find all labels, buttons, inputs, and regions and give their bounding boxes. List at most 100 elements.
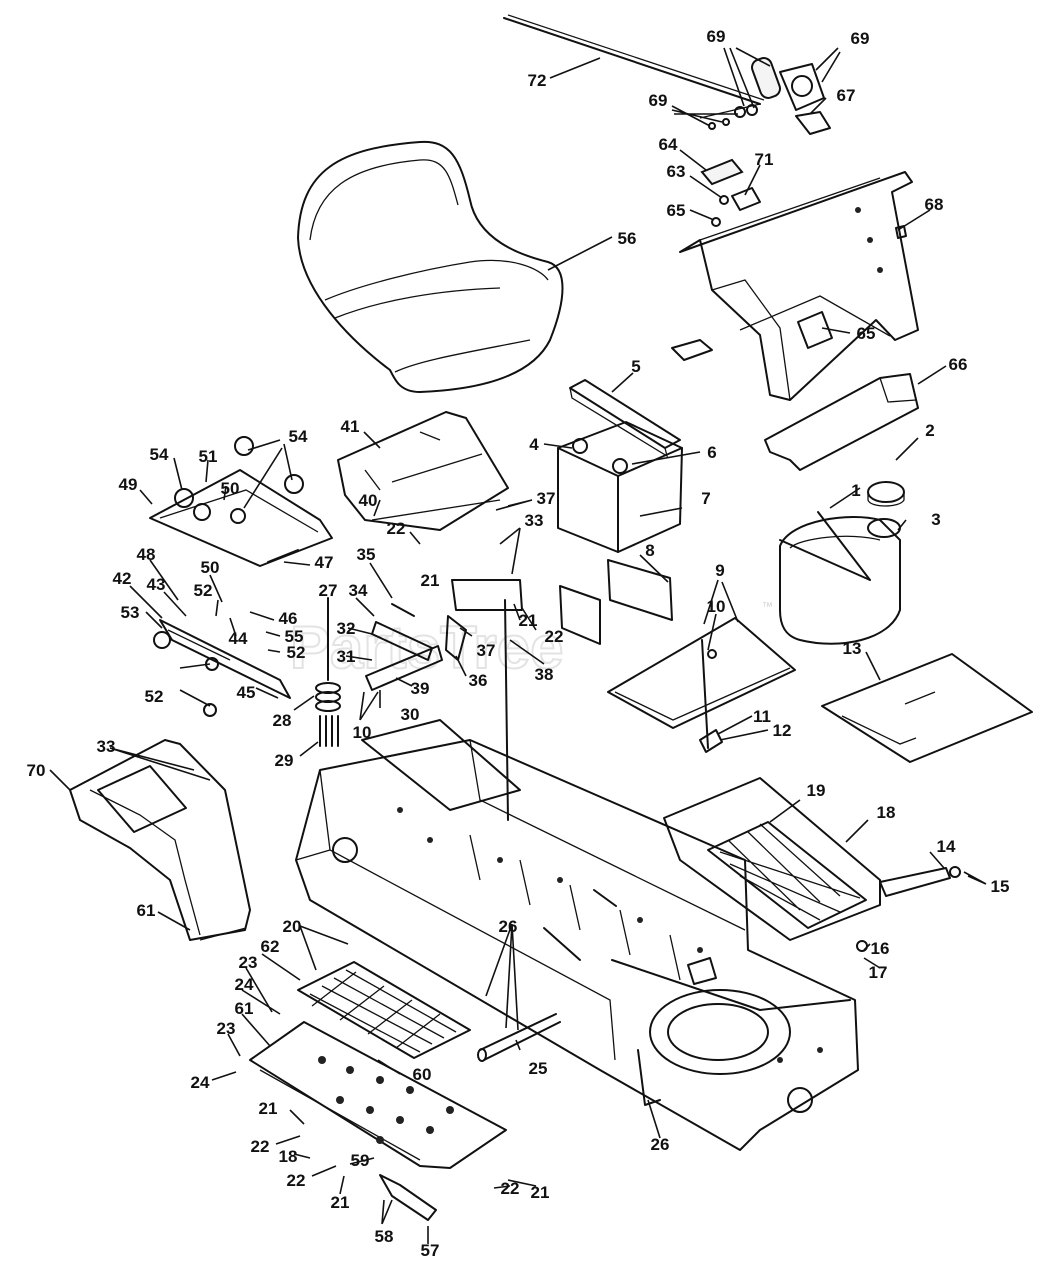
callout-33: 33 [525,511,544,530]
callout-59: 59 [351,1151,370,1170]
callout-14: 14 [937,837,956,856]
callout-45: 45 [237,683,256,702]
callout-22: 22 [501,1179,520,1198]
part-62-left-footrest [297,961,561,1062]
callout-66: 66 [949,355,968,374]
callout-61: 61 [137,901,156,920]
callout-16: 16 [871,939,890,958]
part-7-battery [557,421,683,553]
callout-62: 62 [261,937,280,956]
part-56-seat [297,140,564,393]
callout-65: 65 [857,324,876,343]
leader-lines [49,47,987,1244]
part-41-seat-pan [337,411,509,531]
callout-34: 34 [349,581,368,600]
callout-49: 49 [119,475,138,494]
callout-56: 56 [618,229,637,248]
callout-18: 18 [279,1147,298,1166]
part-64-71-switches [700,158,907,349]
part-3-fuel-tank [779,481,905,645]
callout-24: 24 [191,1073,210,1092]
part-main-frame [295,719,859,1151]
callout-57: 57 [421,1241,440,1260]
part-34-latch [365,579,523,821]
part-13-plate [821,653,1033,763]
callout-21: 21 [531,1183,550,1202]
callout-37: 37 [477,641,496,660]
callout-23: 23 [239,953,258,972]
callout-21: 21 [519,611,538,630]
callout-3: 3 [931,510,940,529]
callout-67: 67 [837,86,856,105]
part-72-throttle-rod [503,14,765,105]
callout-labels: 72 69 69 69 67 64 71 63 65 68 56 65 5 66… [27,27,1010,1260]
callout-22: 22 [545,627,564,646]
callout-69: 69 [649,91,668,110]
callout-4: 4 [529,435,539,454]
callout-54: 54 [150,445,169,464]
callout-60: 60 [413,1065,432,1084]
callout-21: 21 [331,1193,350,1212]
callout-35: 35 [357,545,376,564]
callout-5: 5 [631,357,640,376]
watermark-tm: ™ [762,601,773,613]
callout-58: 58 [375,1227,394,1246]
callout-23: 23 [217,1019,236,1038]
callout-22: 22 [287,1171,306,1190]
callout-63: 63 [667,162,686,181]
callout-10: 10 [707,597,726,616]
callout-22: 22 [387,519,406,538]
callout-12: 12 [773,721,792,740]
callout-30: 30 [401,705,420,724]
callout-69: 69 [707,27,726,46]
callout-46: 46 [279,609,298,628]
callout-61: 61 [235,999,254,1018]
part-26-bracket [637,1049,661,1106]
part-66-bracket [764,373,919,471]
part-19-right-footrest [663,777,961,952]
callout-21: 21 [421,571,440,590]
watermark-text: PartsTree [290,614,564,681]
callout-7: 7 [701,489,710,508]
callout-29: 29 [275,751,294,770]
callout-27: 27 [319,581,338,600]
callout-11: 11 [753,707,771,726]
callout-50: 50 [221,479,240,498]
callout-15: 15 [991,877,1010,896]
callout-19: 19 [807,781,826,800]
part-60-left-footboard [249,1021,507,1221]
callout-1: 1 [851,481,860,500]
part-9-floor-plate [607,617,796,753]
callout-55: 55 [285,627,304,646]
part-5-battery-strap [569,379,681,458]
callout-18: 18 [877,803,896,822]
callout-10: 10 [353,723,372,742]
callout-31: 31 [337,647,356,666]
callout-68: 68 [925,195,944,214]
callout-52: 52 [145,687,164,706]
callout-52: 52 [287,643,306,662]
callout-72: 72 [528,71,547,90]
callout-47: 47 [315,553,334,572]
callout-48: 48 [137,545,156,564]
callout-38: 38 [535,665,554,684]
callout-64: 64 [659,135,678,154]
part-49-seat-adjust-bracket [149,436,333,717]
part-70-fender [69,739,251,941]
callout-22: 22 [251,1137,270,1156]
callout-43: 43 [147,575,166,594]
callout-41: 41 [341,417,360,436]
callout-69: 69 [851,29,870,48]
callout-32: 32 [337,619,356,638]
callout-51: 51 [199,447,218,466]
callout-42: 42 [113,569,132,588]
part-69-ignition-assembly [699,57,831,135]
callout-24: 24 [235,975,254,994]
callout-36: 36 [469,671,488,690]
callout-26: 26 [499,917,518,936]
callout-50: 50 [201,558,220,577]
callout-33: 33 [97,737,116,756]
callout-54: 54 [289,427,308,446]
callout-40: 40 [359,491,378,510]
callout-44: 44 [229,629,248,648]
